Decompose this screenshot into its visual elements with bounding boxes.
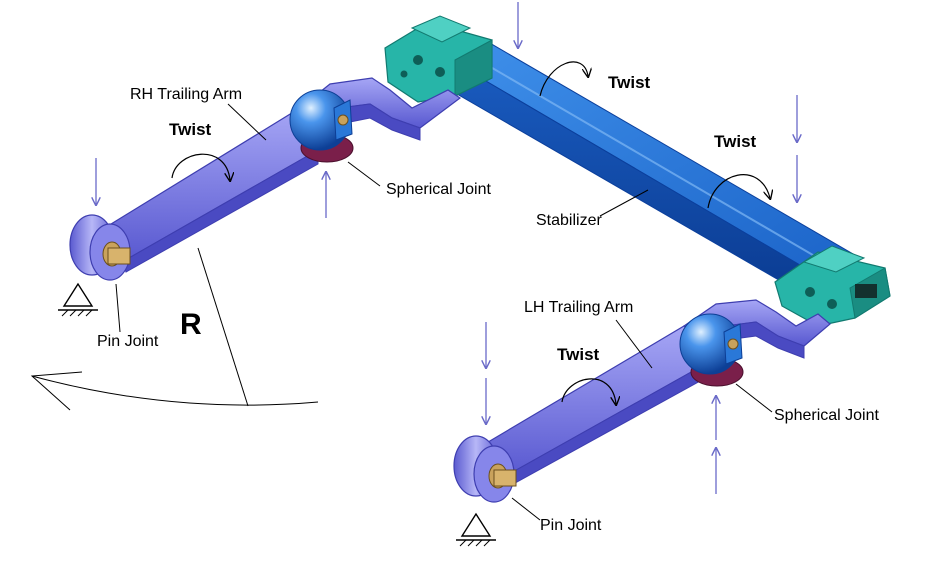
lh-spherical-joint-label: Spherical Joint	[774, 407, 879, 424]
stabilizer-twist-right-label: Twist	[714, 132, 757, 151]
rh-spherical-joint	[289, 89, 354, 163]
rh-pin-joint-label: Pin Joint	[97, 333, 159, 350]
stabilizer-twist-top-label: Twist	[608, 73, 651, 92]
lh-spherical-joint	[679, 313, 744, 387]
rh-ground-support-icon	[58, 282, 98, 317]
stabilizer-label: Stabilizer	[536, 212, 602, 229]
twist-arrows-icon	[171, 61, 770, 404]
rh-spherical-joint-label: Spherical Joint	[386, 181, 491, 198]
lh-pin-joint	[453, 435, 517, 503]
rh-trailing-arm	[97, 77, 462, 273]
lh-pin-joint-label: Pin Joint	[540, 517, 602, 534]
lh-mounting-bracket	[774, 245, 891, 327]
rh-pin-joint	[69, 214, 131, 281]
radius-label: R	[180, 308, 202, 341]
leader-lines	[115, 103, 773, 521]
rh-trailing-arm-label: RH Trailing Arm	[130, 86, 243, 103]
lh-trailing-arm-label: LH Trailing Arm	[524, 299, 634, 316]
radius-sweep-annotation	[30, 247, 319, 411]
lh-trailing-arm	[477, 299, 831, 489]
lh-arm-twist-label: Twist	[557, 345, 600, 364]
rh-mounting-bracket	[384, 15, 493, 103]
force-arrows-icon	[96, 2, 797, 494]
lh-ground-support-icon	[456, 512, 496, 547]
rh-arm-twist-label: Twist	[169, 120, 212, 139]
